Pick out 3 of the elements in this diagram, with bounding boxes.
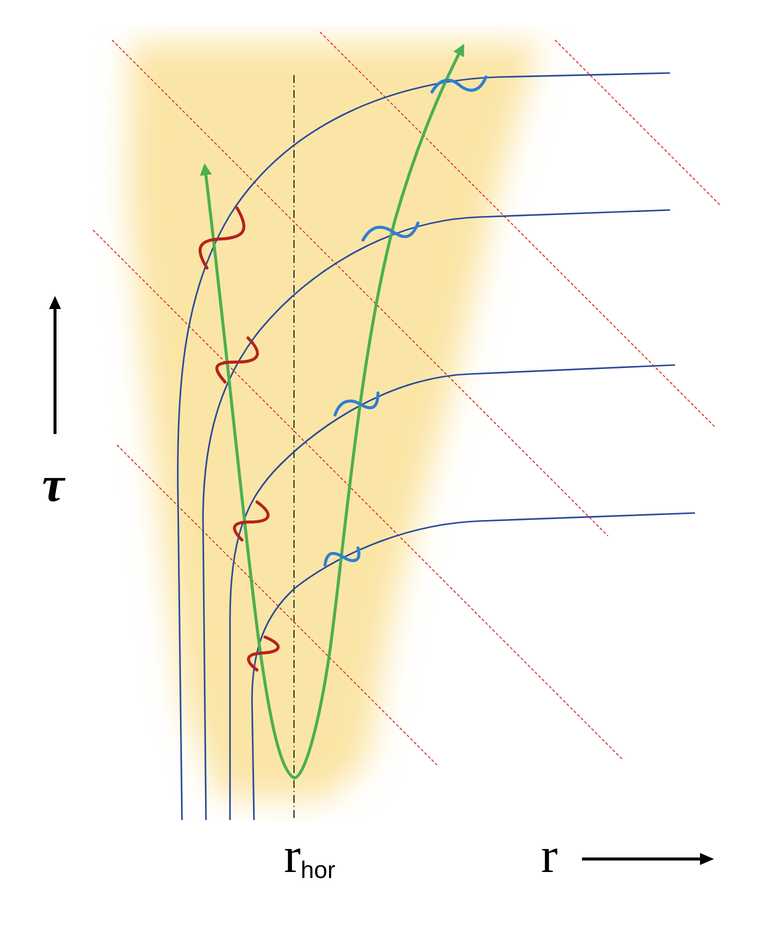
axis-label: r [541,830,558,880]
axis-label: τ [42,459,64,509]
horizon-label: r$_{hor}$ [284,830,336,880]
